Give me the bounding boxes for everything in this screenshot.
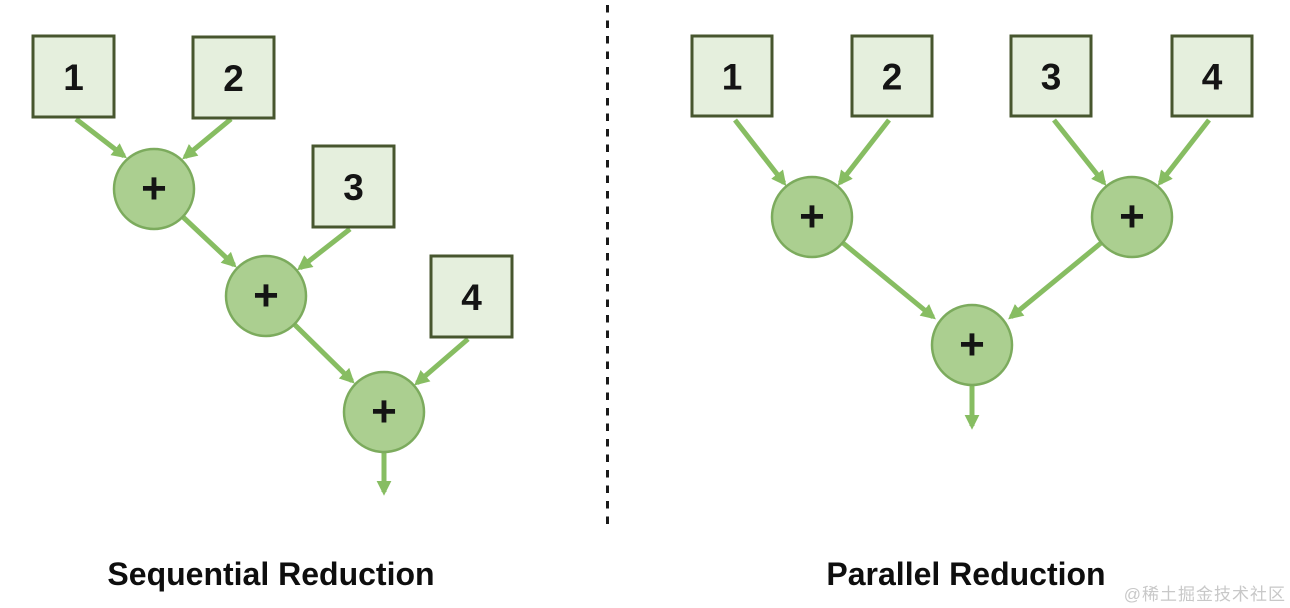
adder-node-label: +	[141, 164, 167, 213]
flow-arrow	[733, 118, 787, 186]
adder-node	[224, 254, 308, 338]
parallel-reduction-title: Parallel Reduction	[826, 556, 1106, 592]
value-box	[850, 34, 934, 118]
adder-node-label: +	[371, 387, 397, 436]
adder-node	[112, 147, 196, 231]
flow-arrow	[182, 117, 233, 160]
flow-arrow	[1157, 118, 1211, 186]
panel-sequential: 1 2 3 4 + + +	[31, 34, 514, 496]
value-box	[311, 144, 396, 229]
adder-node-label: +	[253, 271, 279, 320]
flow-arrow	[841, 241, 936, 320]
value-box	[690, 34, 774, 118]
value-box	[1170, 34, 1254, 118]
value-box	[31, 34, 116, 119]
flow-arrow	[297, 227, 352, 271]
value-box-label: 3	[1041, 57, 1062, 98]
value-box	[429, 254, 514, 339]
panel-parallel: 1 2 3 4 + + +	[690, 34, 1254, 430]
value-box-label: 1	[722, 57, 743, 98]
adder-node	[342, 370, 426, 454]
flow-arrow	[181, 215, 237, 268]
adder-node-label: +	[799, 192, 825, 241]
adder-node	[930, 303, 1014, 387]
adder-node	[770, 175, 854, 259]
flow-arrow	[74, 117, 127, 159]
sequential-reduction-title: Sequential Reduction	[107, 556, 435, 592]
adder-node-label: +	[1119, 192, 1145, 241]
adder-node	[1090, 175, 1174, 259]
value-box-label: 1	[63, 57, 84, 98]
flow-arrow	[837, 118, 891, 186]
adder-node-label: +	[959, 320, 985, 369]
flow-arrow	[1008, 241, 1103, 320]
flow-arrow	[1052, 118, 1107, 186]
flow-arrow	[292, 322, 355, 384]
value-box	[191, 35, 276, 120]
flow-arrow	[414, 337, 470, 386]
watermark-text: @稀土掘金技术社区	[1123, 585, 1286, 604]
value-box-label: 4	[1202, 57, 1223, 98]
value-box-label: 2	[882, 57, 903, 98]
value-box-label: 3	[343, 167, 364, 208]
value-box-label: 4	[461, 277, 482, 318]
value-box	[1009, 34, 1093, 118]
value-box-label: 2	[223, 58, 244, 99]
